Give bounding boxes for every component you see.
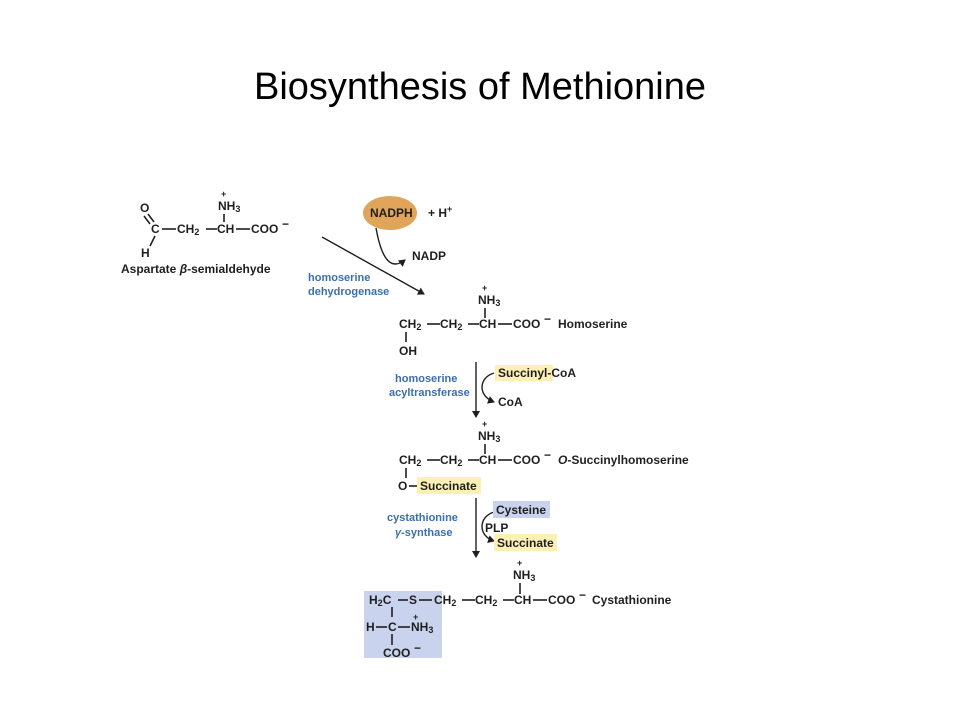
alpha-carbon-label: C — [388, 620, 397, 634]
enzyme-cystathionine-line1: cystathionine — [387, 512, 458, 524]
succinate-released-highlight — [494, 534, 557, 551]
nh3-plus: + — [221, 189, 226, 199]
nadph-to-nadp-arrow — [375, 227, 406, 267]
plp-label: PLP — [485, 521, 508, 535]
oxygen-label: O — [398, 479, 407, 493]
coo-label: COO — [251, 222, 278, 236]
slide-title: Biosynthesis of Methionine — [253, 66, 707, 108]
nh3-label: NH3 — [218, 199, 240, 214]
ch-label: CH — [479, 317, 496, 331]
ch2-label: CH2 — [177, 222, 199, 237]
nh3-b-label: NH3 — [411, 620, 433, 635]
step-homoserine-acyltransferase: Succinyl-CoA CoA homoserine acyltransfer… — [389, 362, 576, 418]
o-succinylhomoserine-structure: + NH3 CH2 CH2 CH COO − O-Succinylhomoser… — [398, 419, 689, 494]
coo-label: COO — [548, 593, 575, 607]
aspartate-semialdehyde-structure: + NH3 O C CH2 CH COO − H Aspartate β-sem… — [121, 189, 289, 276]
hydrogen-label: H — [141, 246, 150, 260]
h2c-label: H2C — [369, 593, 392, 608]
coo-minus: − — [544, 448, 551, 462]
succinate-released-label: Succinate — [497, 536, 554, 550]
coo-b-minus: − — [414, 641, 421, 655]
homoserine-structure: + NH3 CH2 CH2 CH COO − Homoserine OH — [399, 283, 628, 358]
ch2-b-label: CH2 — [440, 317, 462, 332]
cysteine-highlight — [493, 501, 550, 518]
enzyme-homoserine-dehydrogenase-line1: homoserine — [308, 272, 370, 284]
nadph-highlight — [363, 196, 417, 230]
succinate-group-highlight — [417, 477, 481, 494]
coo-b-label: COO — [383, 646, 410, 660]
nh3-plus: + — [482, 419, 487, 429]
enzyme-homoserine-dehydrogenase-line2: dehydrogenase — [308, 286, 389, 298]
cysteine-to-succinate-arrow — [481, 511, 495, 544]
ch2-a-label: CH2 — [399, 317, 421, 332]
ch-label: CH — [217, 222, 234, 236]
enzyme-acyltransferase-line2: acyltransferase — [389, 387, 470, 399]
homoserine-name: Homoserine — [558, 317, 628, 331]
sulfur-label: S — [409, 593, 417, 607]
coo-minus: − — [544, 312, 551, 326]
ch2-b-label: CH2 — [440, 453, 462, 468]
coo-label: COO — [513, 317, 540, 331]
nh3-label: NH3 — [513, 568, 535, 583]
coa-label: CoA — [498, 395, 523, 409]
carbon-label: C — [151, 222, 160, 236]
coo-label: COO — [513, 453, 540, 467]
nh3-label: NH3 — [478, 293, 500, 308]
ch2-a-label: CH2 — [434, 593, 456, 608]
succinyl-highlight — [495, 365, 553, 381]
succinyl-coa-label: Succinyl-CoA — [498, 366, 576, 380]
nh3-plus: + — [517, 558, 522, 568]
cystathionine-name: Cystathionine — [592, 593, 672, 607]
o-succinylhomoserine-name: O-Succinylhomoserine — [558, 453, 689, 467]
step-cystathionine-gamma-synthase: Cysteine PLP Succinate cystathionine γ-s… — [387, 498, 557, 558]
aspartate-semialdehyde-name: Aspartate β-semialdehyde — [121, 262, 271, 276]
ch-label: CH — [479, 453, 496, 467]
coo-minus: − — [579, 588, 586, 602]
oxygen-label: O — [140, 201, 149, 215]
hydrogen-label: H — [366, 620, 375, 634]
succinylcoa-to-coa-arrow — [481, 372, 495, 404]
h-plus-label: + H+ — [428, 204, 452, 220]
succinate-group-label: Succinate — [420, 479, 477, 493]
ch2-b-label: CH2 — [475, 593, 497, 608]
hydroxyl-label: OH — [399, 344, 417, 358]
nh3-plus: + — [482, 283, 487, 293]
ch2-a-label: CH2 — [399, 453, 421, 468]
nadph-label: NADPH — [370, 206, 413, 220]
nh3-b-plus: + — [413, 612, 418, 622]
coo-minus: − — [282, 217, 289, 231]
nh3-label: NH3 — [478, 429, 500, 444]
cysteine-moiety-highlight — [364, 591, 442, 658]
cystathionine-structure: + NH3 H2C S CH2 CH2 CH COO − Cystathioni… — [364, 558, 672, 660]
nadp-label: NADP — [412, 249, 446, 263]
step1-main-arrow — [321, 236, 425, 295]
step-homoserine-dehydrogenase: NADPH + H+ NADP homoserine dehydrogenase — [308, 196, 452, 298]
enzyme-acyltransferase-line1: homoserine — [395, 373, 457, 385]
enzyme-cystathionine-line2: γ-synthase — [395, 527, 452, 539]
ch-label: CH — [514, 593, 531, 607]
cysteine-label: Cysteine — [496, 503, 546, 517]
